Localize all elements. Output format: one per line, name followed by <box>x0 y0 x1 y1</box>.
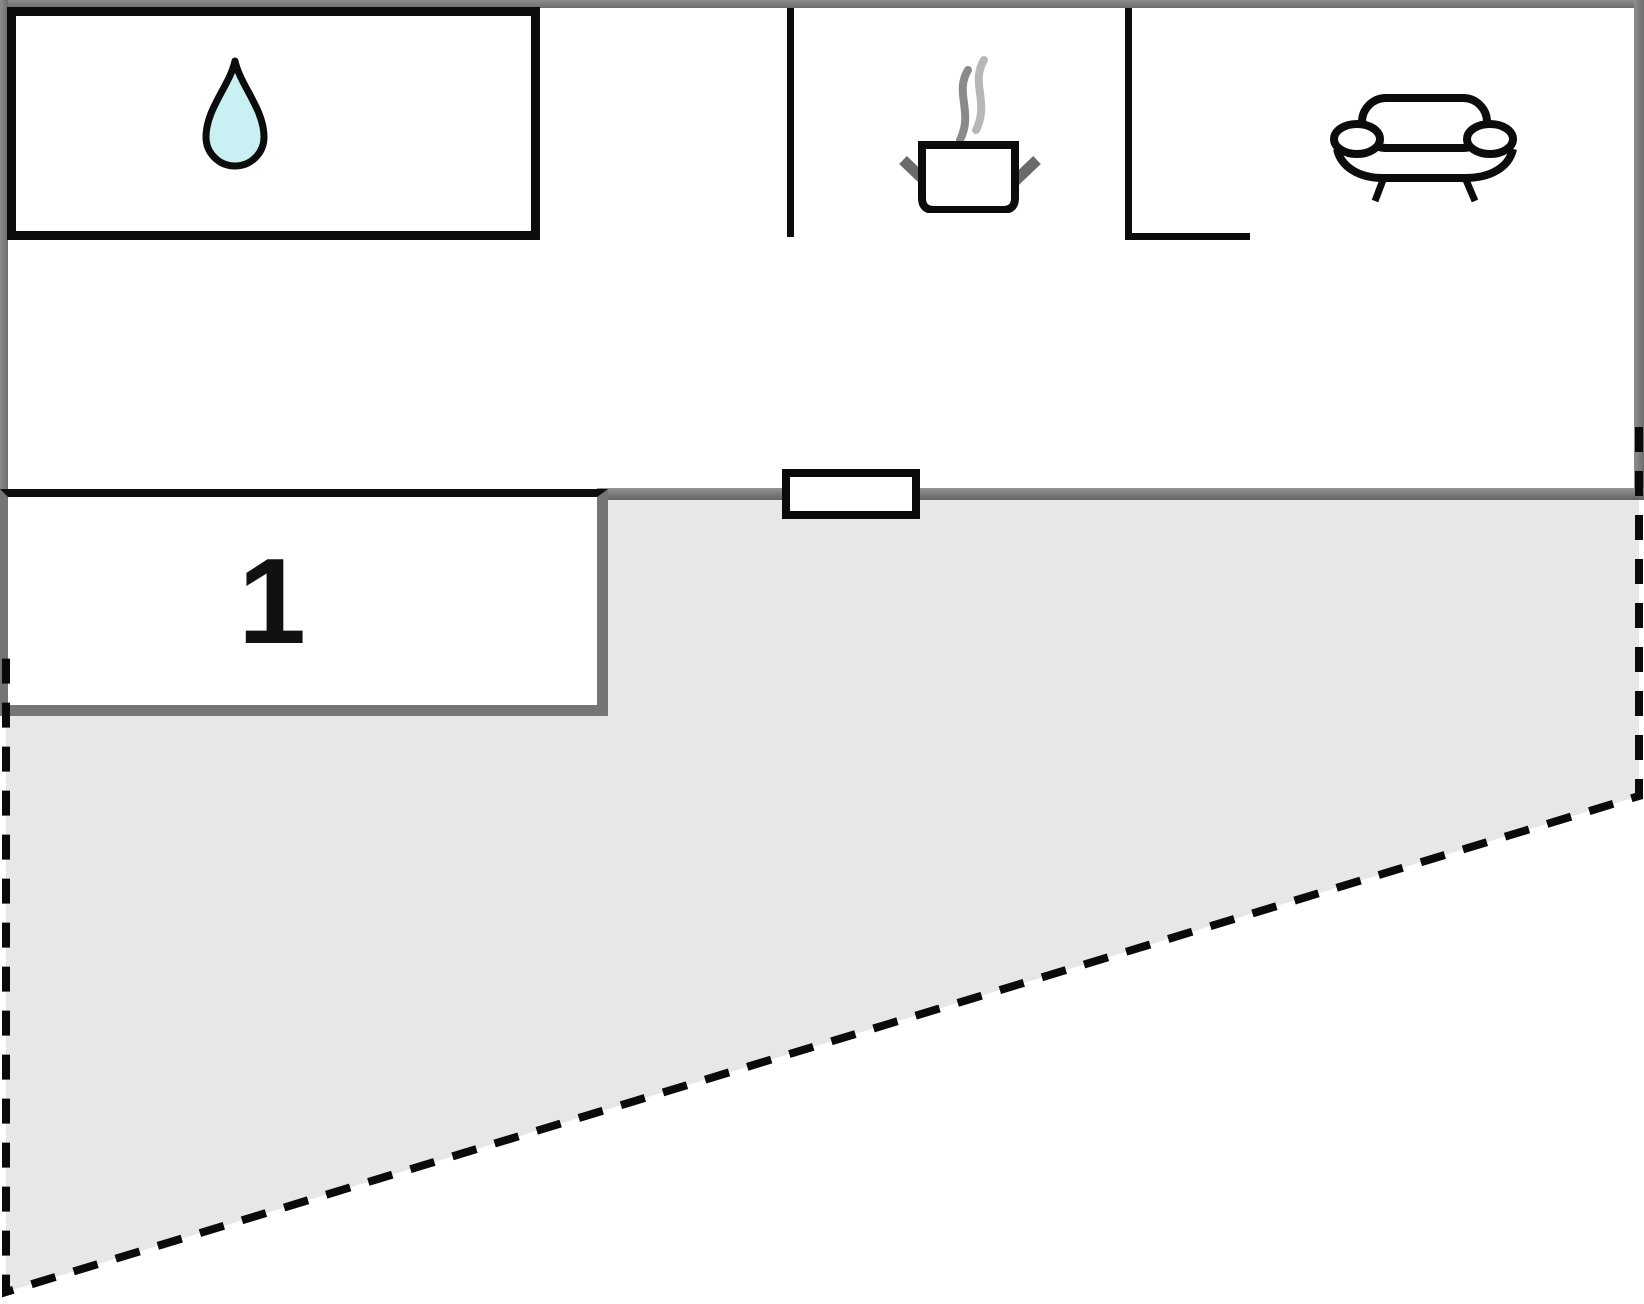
water-drop-shape <box>202 57 268 170</box>
sofa-leg-left <box>1371 178 1387 203</box>
water-drop-icon <box>202 57 268 170</box>
sofa-armrest-left <box>1330 120 1384 158</box>
steam-line-light <box>972 56 988 134</box>
outer-wall-top <box>0 0 1644 8</box>
pot-body <box>918 141 1019 213</box>
sofa-icon <box>1330 94 1517 203</box>
steam-line-dark <box>956 66 972 144</box>
room-number: 1 <box>238 533 306 669</box>
terrace-dashed-line <box>2 427 1643 1298</box>
window-symbol <box>782 469 920 519</box>
room-bedroom-1: 1 <box>0 489 608 716</box>
outer-wall-left <box>0 0 8 716</box>
sofa-leg-right <box>1462 178 1479 203</box>
kitchen-wall <box>787 8 794 237</box>
outer-wall-right <box>1634 0 1644 500</box>
sofa-seatbase <box>1333 147 1517 182</box>
cooking-pot-icon <box>899 56 1041 213</box>
room-bathroom <box>7 7 540 240</box>
sofa-armrest-right <box>1463 120 1517 158</box>
living-room-wall <box>1125 8 1250 240</box>
